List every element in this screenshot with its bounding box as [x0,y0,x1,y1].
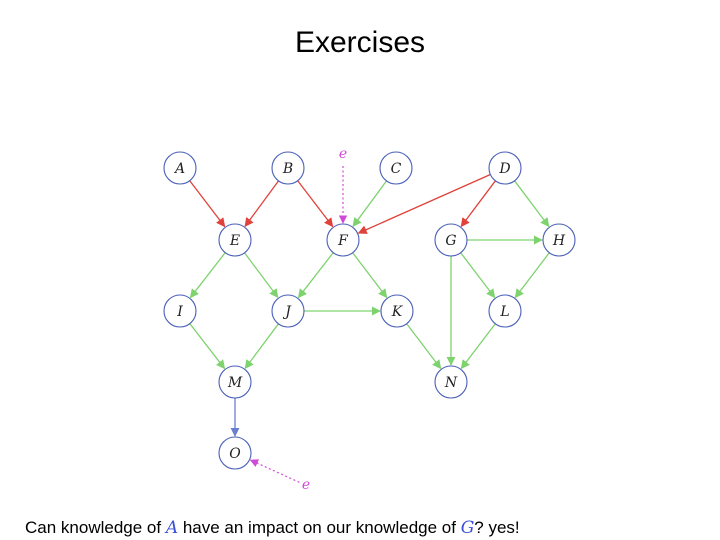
evidence-label-o: e [302,477,310,493]
edge-f-k [352,252,388,299]
edge-d-g [460,180,496,228]
node-label-b: B [282,161,293,177]
node-k: K [380,294,414,328]
node-label-l: L [499,304,509,320]
edge-h-l [514,252,550,299]
node-o: O [218,436,252,470]
node-l: L [488,294,522,328]
caption-variable-a: A [165,518,179,538]
node-label-f: F [337,233,349,249]
edge-l-n [460,323,496,370]
node-i: I [163,294,197,328]
edge-k-n [406,323,442,370]
edge-g-l [460,252,496,299]
edge-b-e [244,180,280,228]
node-label-d: D [498,161,510,177]
slide-title: Exercises [294,26,426,59]
node-label-o: O [229,446,241,462]
evidence-label-f: e [339,146,347,162]
node-label-e: E [229,233,240,249]
caption-prefix: Can knowledge of [25,518,166,537]
node-b: B [271,151,305,185]
node-label-n: N [444,375,458,391]
caption-suffix: ? yes! [474,518,520,537]
node-label-a: A [173,161,185,177]
node-label-j: J [282,304,292,320]
edge-f-j [297,252,334,299]
edge-e-j [244,252,279,299]
node-d: D [488,151,522,185]
node-g: G [434,223,468,257]
node-label-g: G [445,233,456,249]
evidence-edge-o [249,459,300,483]
edge-j-m [244,323,279,370]
node-n: N [434,365,468,399]
edge-d-h [514,180,550,228]
node-a: A [163,151,197,185]
edge-c-f [352,180,388,228]
node-label-i: I [176,304,183,320]
edge-b-f [297,180,334,228]
caption-variable-g: G [460,518,475,538]
node-e: E [218,223,252,257]
edge-d-f [357,173,491,234]
edge-e-i [189,252,226,299]
node-label-k: K [391,304,404,320]
node-label-m: M [227,375,243,391]
node-label-h: H [552,233,566,249]
node-label-c: C [391,161,402,177]
edge-i-m [189,323,226,370]
edge-a-e [189,180,226,228]
node-m: M [218,365,252,399]
node-h: H [542,223,576,257]
question-caption: Can knowledge of A have an impact on our… [25,518,520,538]
node-c: C [379,151,413,185]
node-f: F [326,223,360,257]
caption-middle: have an impact on our knowledge of [178,518,461,537]
node-j: J [271,294,305,328]
